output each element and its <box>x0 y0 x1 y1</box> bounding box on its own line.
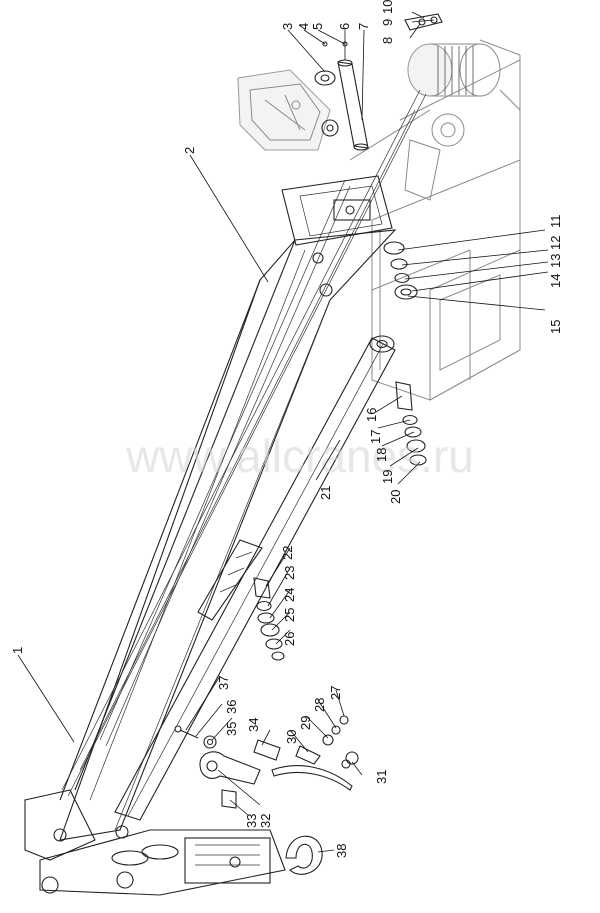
parts-27-31 <box>271 715 359 791</box>
callout-24: 24 <box>282 588 297 602</box>
callout-26: 26 <box>282 632 297 646</box>
callout-14: 14 <box>548 274 563 288</box>
callout-3: 3 <box>280 23 295 30</box>
callout-16: 16 <box>364 408 379 422</box>
leader-lines <box>17 11 549 853</box>
callout-13: 13 <box>548 254 563 268</box>
callout-34: 34 <box>246 718 261 732</box>
callout-32: 32 <box>258 814 273 828</box>
washers-11-15 <box>383 241 418 300</box>
callout-2: 2 <box>182 147 197 154</box>
callout-18: 18 <box>374 448 389 462</box>
parts-32-37 <box>174 725 281 809</box>
telescope-lines <box>61 89 427 797</box>
callout-19: 19 <box>380 470 395 484</box>
callout-labels: 1 2 3 4 5 6 7 8 9 10 11 12 13 14 15 16 1… <box>10 0 563 858</box>
callout-12: 12 <box>548 236 563 250</box>
winch-frame <box>237 39 521 401</box>
callout-38: 38 <box>334 844 349 858</box>
callout-5: 5 <box>310 23 325 30</box>
callout-4: 4 <box>296 23 311 30</box>
callout-30: 30 <box>284 730 299 744</box>
callout-35: 35 <box>224 722 239 736</box>
fasteners-8-10 <box>404 13 443 31</box>
callout-21: 21 <box>318 486 333 500</box>
pin-washers-22-26 <box>253 577 285 661</box>
lift-cylinder <box>114 335 396 821</box>
callout-1: 1 <box>10 647 25 654</box>
callout-15: 15 <box>548 320 563 334</box>
callout-29: 29 <box>298 716 313 730</box>
callout-37: 37 <box>216 676 231 690</box>
callout-20: 20 <box>388 490 403 504</box>
main-boom <box>59 175 397 841</box>
callout-36: 36 <box>224 700 239 714</box>
callout-10: 10 <box>380 0 395 14</box>
callout-6: 6 <box>337 23 352 30</box>
watermark-text: www.allcranes.ru <box>125 430 474 482</box>
callout-9: 9 <box>380 19 395 26</box>
callout-28: 28 <box>312 698 327 712</box>
callout-33: 33 <box>244 814 259 828</box>
hook-block <box>24 789 323 896</box>
callout-25: 25 <box>282 608 297 622</box>
callout-11: 11 <box>548 215 563 229</box>
callout-31: 31 <box>374 770 389 784</box>
callout-8: 8 <box>380 37 395 44</box>
callout-22: 22 <box>280 546 295 560</box>
callout-17: 17 <box>368 430 383 444</box>
callout-23: 23 <box>282 566 297 580</box>
callout-7: 7 <box>356 23 371 30</box>
callout-27: 27 <box>328 686 343 700</box>
